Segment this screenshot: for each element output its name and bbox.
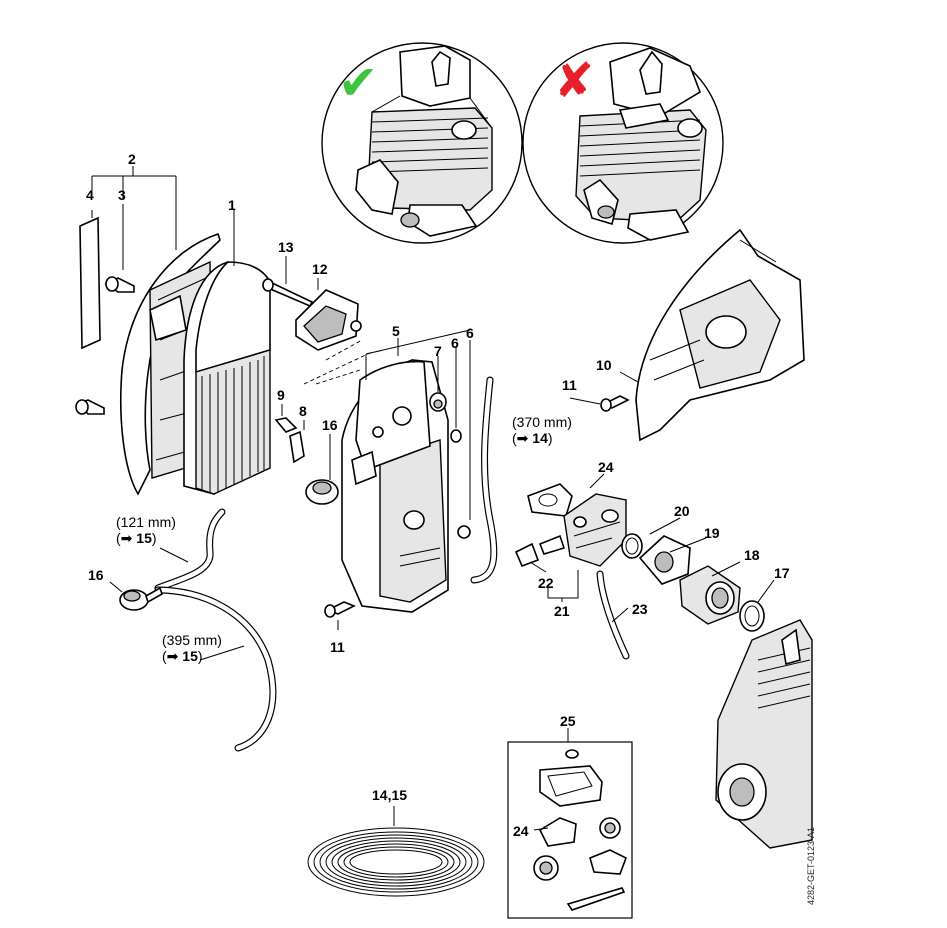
arrow-icon: ➡	[516, 430, 529, 446]
screw-11a	[600, 395, 630, 412]
primer-16b	[119, 586, 163, 611]
callout-7: 7	[434, 343, 442, 359]
callout-6b: 6	[466, 325, 474, 341]
hose-395-length: (395 mm)	[162, 632, 222, 648]
callout-21: 21	[554, 603, 570, 619]
fuel-hose-121	[154, 508, 226, 592]
screw-11b	[324, 601, 356, 618]
hose-121-length: (121 mm)	[116, 514, 176, 530]
clamp-17	[739, 600, 765, 632]
gasket-24a	[527, 483, 573, 517]
manifold-18	[679, 565, 741, 625]
hose-370-ref: (➡ 14)	[512, 430, 553, 446]
air-filter	[183, 261, 271, 496]
screw-left-lower	[75, 399, 105, 415]
engine-block	[715, 619, 813, 849]
callout-17: 17	[774, 565, 790, 581]
callout-5: 5	[392, 323, 400, 339]
callout-19: 19	[704, 525, 720, 541]
callout-4: 4	[86, 187, 94, 203]
fuel-line-coil	[307, 827, 485, 897]
flange-19	[638, 535, 691, 585]
callout-22: 22	[538, 575, 554, 591]
incorrect-cylinder-view	[522, 42, 724, 244]
callout-23: 23	[632, 601, 648, 617]
nut-7	[429, 392, 447, 412]
hose-370-length: (370 mm)	[512, 414, 572, 430]
primer-16a	[305, 479, 339, 505]
ring-20	[621, 533, 643, 559]
correct-cylinder-view	[321, 42, 523, 244]
correct-check-icon: ✔	[338, 57, 379, 110]
callout-16b: 16	[88, 567, 104, 583]
fuel-hose-370	[470, 376, 498, 584]
callout-2: 2	[128, 151, 136, 167]
clip-8	[289, 430, 305, 464]
label-sticker	[79, 216, 101, 350]
callout-16a: 16	[322, 417, 338, 433]
callout-14-15: 14,15	[372, 787, 408, 803]
callout-20: 20	[674, 503, 690, 519]
screw-9	[274, 417, 298, 433]
gasket-kit-25	[507, 741, 633, 919]
shroud-10	[635, 228, 805, 442]
bracket-12	[295, 289, 362, 351]
arrow-icon: ➡	[120, 530, 133, 546]
callout-24a: 24	[598, 459, 614, 475]
screw-3	[104, 276, 135, 293]
callout-25: 25	[560, 713, 576, 729]
hose-121-ref: (➡ 15)	[116, 530, 157, 546]
callout-24b: 24	[513, 823, 529, 839]
incorrect-cross-icon: ✘	[554, 55, 595, 108]
hose-395-annotation: (395 mm) (➡ 15)	[162, 632, 222, 664]
callout-12: 12	[312, 261, 328, 277]
choke-knob-22	[514, 542, 540, 568]
hose-395-ref: (➡ 15)	[162, 648, 203, 664]
callout-8: 8	[299, 403, 307, 419]
carburetor-box-5	[341, 359, 449, 613]
bush-6b	[457, 525, 471, 539]
document-id: 4282-GET-0123-A1	[806, 826, 816, 905]
bush-6a	[450, 429, 462, 443]
callout-6a: 6	[451, 335, 459, 351]
callout-9: 9	[277, 387, 285, 403]
callout-10: 10	[596, 357, 612, 373]
callout-1: 1	[228, 197, 236, 213]
carburetor-21	[538, 493, 627, 567]
fuel-hose-395	[154, 586, 277, 752]
impulse-hose-23	[596, 570, 630, 660]
callout-18: 18	[744, 547, 760, 563]
hose-370-annotation: (370 mm) (➡ 14)	[512, 414, 572, 446]
callout-3: 3	[118, 187, 126, 203]
callout-13: 13	[278, 239, 294, 255]
leader-lines	[91, 166, 775, 831]
hose-121-annotation: (121 mm) (➡ 15)	[116, 514, 176, 546]
callout-11a: 11	[562, 377, 577, 393]
callout-11b: 11	[330, 639, 345, 655]
arrow-icon: ➡	[166, 648, 179, 664]
